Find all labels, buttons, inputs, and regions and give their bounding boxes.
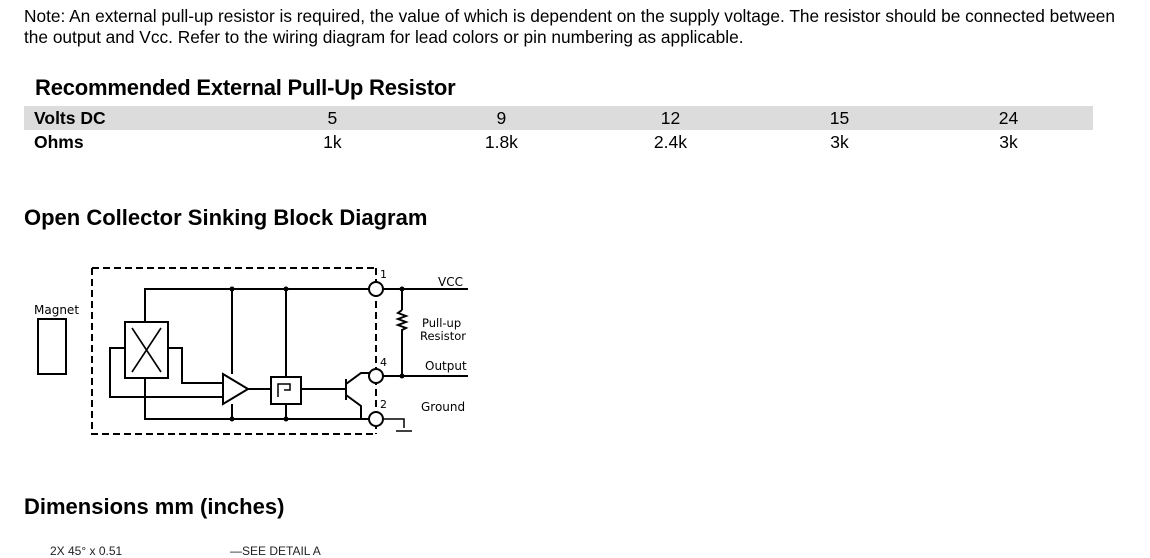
- ground-symbol: [384, 418, 412, 432]
- table-cell: 9: [416, 106, 586, 130]
- table-cell: 5: [247, 106, 417, 130]
- pin-4-label: 4: [380, 356, 387, 369]
- pin-1-label: 1: [380, 268, 387, 281]
- table-row-ohms: Ohms 1k 1.8k 2.4k 3k 3k: [24, 130, 1093, 154]
- output-label: Output: [425, 359, 467, 373]
- table-cell: 2.4k: [653, 131, 687, 152]
- table-cell: 12: [585, 106, 755, 130]
- terminal-ground: [368, 411, 384, 427]
- block-diagram-title: Open Collector Sinking Block Diagram: [24, 205, 428, 230]
- chamfer-callout: 2X 45° x 0.51: [50, 544, 123, 558]
- hall-element: [124, 321, 169, 379]
- table-row-volts: Volts DC 5 9 12 15 24: [24, 106, 1093, 130]
- block-diagram: Magnet 1 4 2 VCC Pull-up Resistor Output…: [34, 267, 468, 435]
- vcc-label: VCC: [438, 275, 463, 289]
- table-cell: 15: [755, 106, 924, 130]
- magnet-shape: [37, 318, 67, 375]
- table-cell: 1.8k: [484, 131, 518, 152]
- pullup-label-2: Resistor: [420, 329, 466, 343]
- table-cell: 1k: [323, 131, 342, 152]
- supply-note: Note: An external pull-up resistor is re…: [24, 6, 1115, 47]
- table-cell: 3k: [830, 131, 849, 152]
- row-label: Volts DC: [24, 106, 248, 130]
- sensor-enclosure: [91, 267, 377, 435]
- resistor-table-title: Recommended External Pull-Up Resistor: [35, 75, 456, 100]
- detail-callout-text: SEE DETAIL A: [242, 544, 321, 558]
- table-cell: 3k: [999, 131, 1018, 152]
- pullup-label-1: Pull-up: [422, 316, 461, 330]
- terminal-output: [368, 368, 384, 384]
- pin-2-label: 2: [380, 398, 387, 411]
- dimensions-title: Dimensions mm (inches): [24, 494, 285, 519]
- ground-label: Ground: [421, 400, 465, 414]
- magnet-label: Magnet: [34, 303, 79, 317]
- comparator: [222, 372, 250, 406]
- detail-callout: —SEE DETAIL A: [230, 544, 321, 558]
- pullup-resistor-table: Volts DC 5 9 12 15 24 Ohms 1k 1.8k 2.4k …: [24, 106, 1093, 154]
- table-cell: 24: [923, 106, 1093, 130]
- terminal-vcc: [368, 281, 384, 297]
- row-label: Ohms: [34, 131, 84, 152]
